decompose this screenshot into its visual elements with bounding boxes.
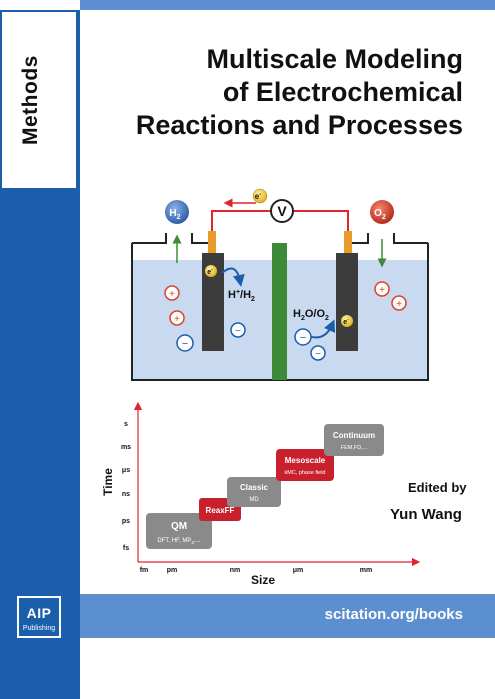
logo-sub-text: Publishing (22, 625, 56, 632)
scale-box-mesoscale (276, 449, 334, 481)
anode-lead (208, 231, 216, 253)
top-accent-bar (0, 0, 495, 10)
ion-plus-right-1-sign: + (379, 285, 385, 296)
anode (202, 253, 224, 351)
scale-box-mesoscale-title: Mesoscale (285, 456, 326, 465)
anode-electron-label: e- (207, 267, 213, 276)
y-tick-label: s (124, 421, 128, 428)
electrochemical-cell-diagram: V e- H2 O2 e- e- H+/H2 H2O/O2 + + − − (131, 188, 429, 381)
editor-name: Yun Wang (390, 506, 462, 523)
anode-electron (205, 265, 217, 277)
scale-box-continuum (324, 424, 384, 456)
series-label: Methods (19, 55, 42, 145)
ion-plus-left-1-sign: + (169, 289, 175, 300)
wire-electron-label: e- (255, 192, 261, 201)
right-lid (352, 233, 369, 244)
ion-plus-left-2-sign: + (174, 314, 180, 325)
wire-electron (252, 188, 268, 204)
edited-by-label: Edited by (408, 480, 467, 495)
right-lid-right (393, 233, 428, 244)
x-tick-label: fm (140, 567, 149, 574)
y-tick-label: μs (122, 467, 130, 474)
scale-box-reaxff-title: ReaxFF (206, 506, 235, 515)
multiscale-chart: Time Size s ms μs ns ps fs fm pm nm μm m… (101, 402, 421, 587)
ion-minus-left-1-sign: − (182, 338, 188, 350)
y-tick-label: fs (123, 545, 129, 552)
h2-gas-label: H2 (169, 208, 180, 221)
ion-minus-left-2 (230, 322, 246, 338)
cathode-electron (341, 315, 353, 327)
voltmeter-label: V (277, 203, 287, 219)
y-tick-label: ps (122, 518, 130, 525)
scale-box-mesoscale-subtitle: kMC, phase field (285, 470, 326, 476)
x-tick-label: μm (293, 567, 304, 574)
ion-plus-left-2 (169, 310, 185, 326)
voltmeter (270, 199, 294, 223)
o2-gas-label: O2 (374, 208, 386, 221)
scale-box-qm-title: QM (171, 521, 187, 532)
ion-minus-right-2 (310, 345, 326, 361)
left-lid (132, 233, 167, 244)
ion-minus-right-1-sign: − (300, 332, 306, 344)
scale-box-qm-subtitle: DFT, HF, MP2,... (157, 538, 201, 545)
cathode-reaction-label: H2O/O2 (293, 308, 329, 322)
anode-reaction-arrow (221, 267, 245, 287)
title-line-2: of Electrochemical (222, 77, 463, 107)
x-tick-label: mm (360, 567, 372, 574)
scale-box-continuum-title: Continuum (333, 431, 375, 440)
cathode (336, 253, 358, 351)
external-wire-right (294, 210, 349, 231)
y-tick-label: ms (121, 444, 131, 451)
aip-publishing-logo: AIP Publishing (17, 596, 61, 638)
left-lid-right (191, 233, 208, 244)
title-line-3: Reactions and Processes (135, 110, 463, 140)
ion-plus-right-2-sign: + (396, 299, 402, 310)
x-axis-title: Size (251, 573, 275, 587)
scale-box-classic (227, 477, 281, 507)
membrane (272, 243, 287, 380)
cathode-electron-label: e- (343, 317, 349, 326)
scale-box-qm (146, 513, 212, 549)
cathode-lead (344, 231, 352, 253)
top-bar-gap (0, 0, 80, 10)
ion-minus-left-2-sign: − (235, 326, 241, 337)
ion-minus-left-1 (176, 334, 194, 352)
series-label-box (2, 12, 76, 188)
scale-box-classic-subtitle: MD (249, 497, 259, 503)
y-axis-title: Time (101, 468, 115, 496)
ion-plus-right-1 (374, 281, 390, 297)
ion-minus-right-2-sign: − (315, 349, 321, 360)
external-wire (211, 210, 270, 231)
x-tick-label: pm (167, 567, 178, 574)
ion-plus-right-2 (391, 295, 407, 311)
ion-minus-right-1 (294, 328, 312, 346)
bottom-url-bar (80, 594, 495, 638)
publisher-url: scitation.org/books (324, 606, 463, 623)
h2-gas-ball (165, 200, 189, 224)
title-line-1: Multiscale Modeling (206, 44, 463, 74)
book-title: Multiscale Modeling of Electrochemical R… (103, 43, 463, 142)
ion-plus-left-1 (164, 285, 180, 301)
scale-box-continuum-subtitle: FEM,FD,... (341, 445, 368, 451)
scale-box-classic-title: Classic (240, 483, 269, 492)
o2-gas-ball (370, 200, 394, 224)
logo-main-text: AIP (26, 605, 52, 621)
y-tick-label: ns (122, 491, 130, 498)
anode-reaction-label: H+/H2 (228, 289, 255, 303)
x-tick-label: nm (230, 567, 241, 574)
